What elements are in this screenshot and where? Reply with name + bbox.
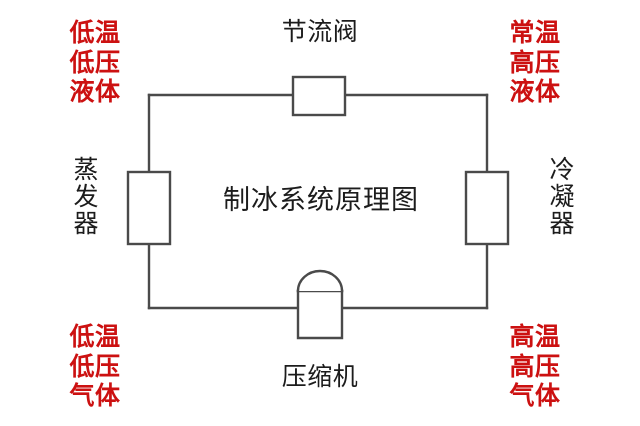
compressor-body — [296, 289, 344, 340]
state-label-bottom-left: 低温 低压 气体 — [69, 322, 121, 410]
throttle-valve-label: 节流阀 — [281, 17, 359, 46]
evaporator-label: 蒸发器 — [70, 156, 99, 237]
compressor-dome — [296, 269, 344, 293]
condenser-box — [464, 170, 510, 246]
state-label-bottom-right: 高温 高压 气体 — [509, 322, 561, 410]
evaporator-box — [126, 170, 172, 246]
compressor-label: 压缩机 — [281, 362, 359, 391]
condenser-label: 冷凝器 — [546, 156, 575, 237]
state-label-top-right: 常温 高压 液体 — [509, 18, 561, 106]
diagram-title: 制冰系统原理图 — [223, 185, 419, 216]
state-label-top-left: 低温 低压 液体 — [69, 18, 121, 106]
throttle-valve-box — [291, 75, 347, 117]
